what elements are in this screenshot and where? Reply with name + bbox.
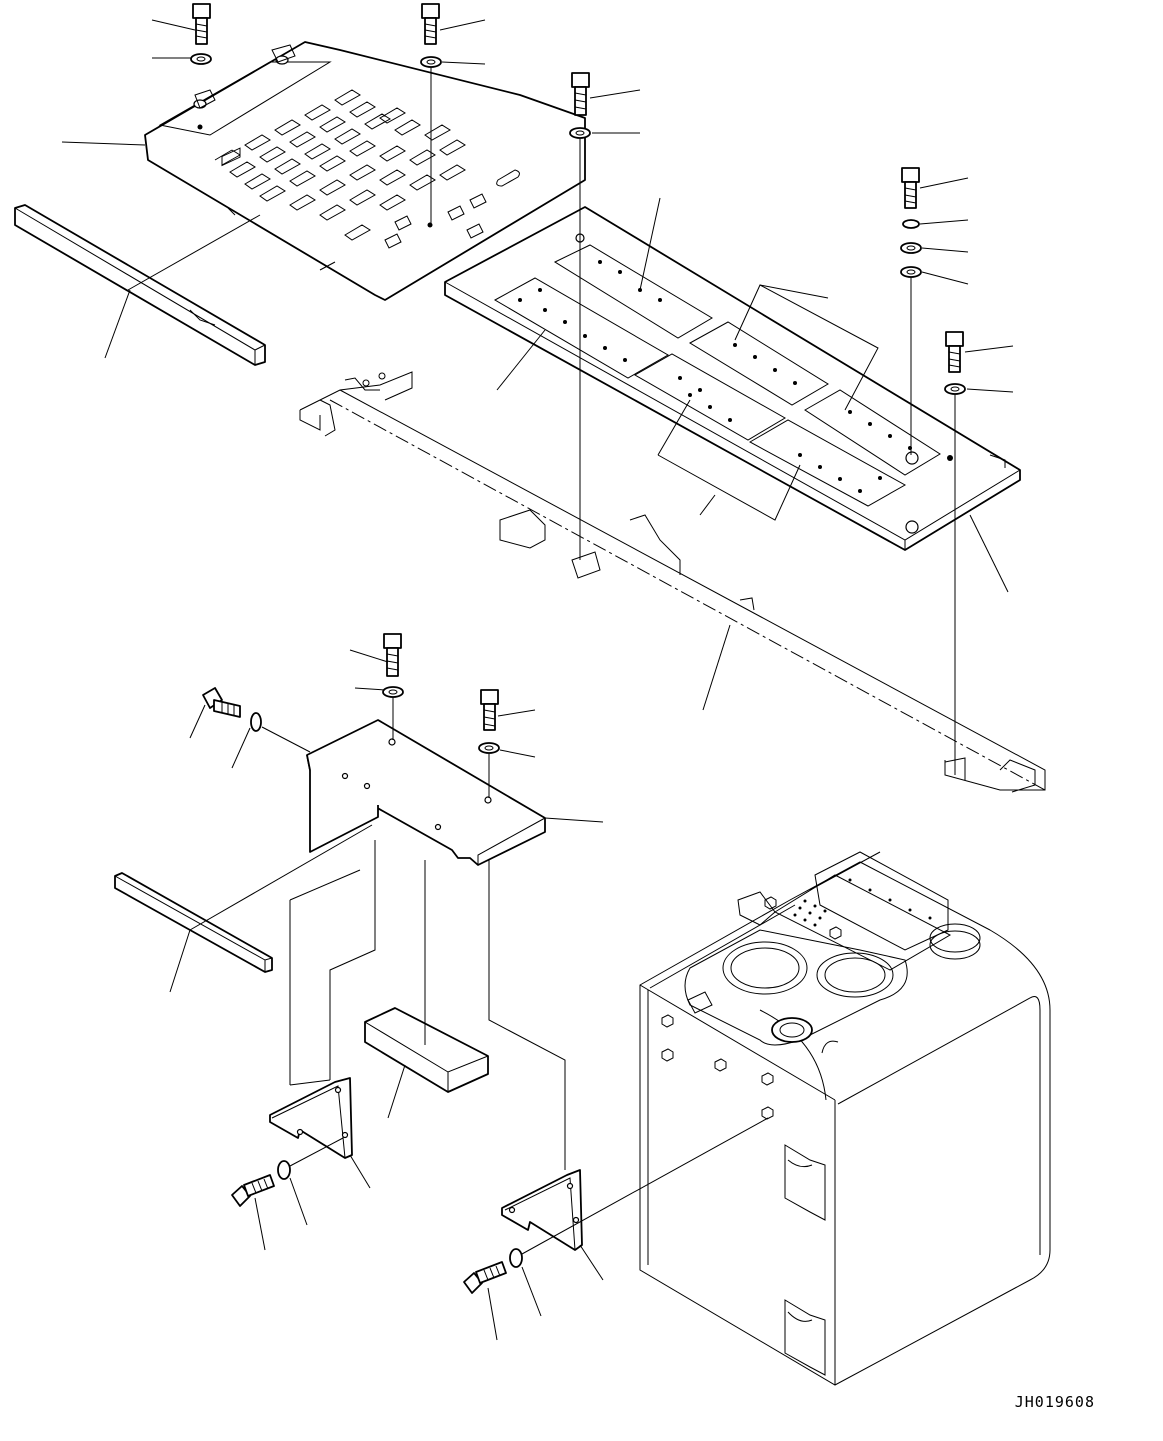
bolt-c — [571, 72, 590, 116]
rubber-strip-upper — [14, 204, 266, 366]
washer-i — [277, 1160, 291, 1180]
rubber-strip-lower — [114, 872, 273, 973]
bolt-a — [192, 3, 211, 45]
perforated-panel — [493, 244, 941, 507]
grating-slots — [214, 89, 520, 249]
hydraulic-tank — [639, 851, 1051, 1386]
bolt-f — [383, 633, 402, 677]
bolt-i — [231, 1174, 275, 1207]
washer-f — [382, 686, 404, 698]
bolt-h — [202, 687, 241, 718]
grating-cover — [144, 41, 586, 301]
bolt-d — [901, 167, 920, 209]
frame-rail — [299, 371, 1046, 793]
mount-bracket-right — [501, 1169, 583, 1251]
spacer-block — [364, 1007, 489, 1093]
spring-washer-d — [902, 219, 920, 229]
top-plate-with-perforated-panels — [444, 206, 1021, 551]
bolt-j — [463, 1261, 507, 1294]
washer-d2 — [900, 266, 922, 278]
lower-bracket-cover — [306, 719, 546, 866]
washer-h — [250, 712, 262, 732]
washer-d1 — [900, 242, 922, 254]
washer-b — [420, 56, 442, 68]
mount-bracket-left — [269, 1077, 353, 1159]
washer-a — [190, 53, 212, 65]
washer-g — [478, 742, 500, 754]
bolt-g — [480, 689, 499, 731]
washer-e — [944, 383, 966, 395]
bolt-b — [421, 3, 440, 45]
leader-lines — [61, 19, 1014, 1341]
washer-c — [569, 127, 591, 139]
plate-holes — [518, 238, 953, 493]
drawing-code: JH019608 — [1014, 1393, 1095, 1411]
bolt-e — [945, 331, 964, 373]
washer-j — [509, 1248, 523, 1268]
